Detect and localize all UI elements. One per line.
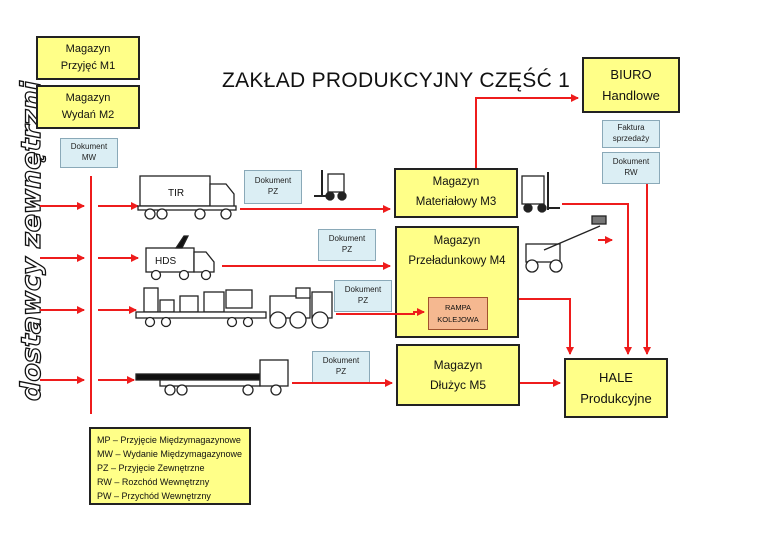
legend-item: MW – Wydanie Międzymagazynowe bbox=[97, 449, 242, 459]
forklift-icon bbox=[314, 170, 347, 201]
document-rw-line1: Dokument bbox=[612, 157, 650, 167]
warehouse-m2-line1: Magazyn bbox=[65, 91, 111, 104]
warehouse-m1-line2: Przyjęć M1 bbox=[60, 60, 116, 72]
warehouse-m4-line1: Magazyn bbox=[433, 235, 481, 247]
warehouse-m5-line1: Magazyn bbox=[433, 357, 483, 372]
document-pz-hds-line2: PZ bbox=[341, 245, 353, 254]
document-pz-tir-line1: Dokument bbox=[254, 176, 292, 186]
production-halls-line1: HALE bbox=[599, 369, 633, 385]
warehouse-m3-line1: Magazyn bbox=[432, 176, 480, 189]
document-invoice-line1: Faktura bbox=[617, 123, 645, 133]
hds-label: HDS bbox=[155, 256, 176, 267]
legend-item: PW – Przychód Wewnętrzny bbox=[97, 491, 211, 501]
document-pz-tir-line2: PZ bbox=[267, 187, 279, 196]
warehouse-m2-line2: Wydań M2 bbox=[61, 109, 115, 121]
m4-to-hale-arrow bbox=[519, 298, 574, 355]
warehouse-m1-box: Magazyn Przyjęć M1 bbox=[36, 36, 140, 80]
document-mw: Dokument MW bbox=[60, 138, 118, 168]
tir-label: TIR bbox=[168, 188, 184, 199]
warehouse-m3-box: Magazyn Materiałowy M3 bbox=[394, 168, 518, 218]
warehouse-m1-line1: Magazyn bbox=[65, 42, 111, 55]
forklift-m3-icon bbox=[521, 172, 560, 213]
document-invoice: Faktura sprzedaży bbox=[602, 120, 660, 148]
document-invoice-line2: sprzedaży bbox=[612, 134, 650, 143]
document-pz-long-line2: PZ bbox=[335, 367, 347, 376]
legend-item: PZ – Przyjęcie Zewnętrzne bbox=[97, 463, 205, 473]
tir-truck-icon bbox=[137, 175, 237, 220]
legend-item: MP – Przyjęcie Międzymagazynowe bbox=[97, 435, 241, 445]
warehouse-m2-box: Magazyn Wydań M2 bbox=[36, 85, 140, 129]
document-rw: Dokument RW bbox=[602, 152, 660, 184]
document-mw-line2: MW bbox=[81, 153, 97, 162]
production-halls-line2: Produkcyjne bbox=[580, 391, 652, 406]
document-pz-hds: Dokument PZ bbox=[318, 229, 376, 261]
sales-office-box: BIURO Handlowe bbox=[582, 57, 680, 113]
rail-ramp-line2: KOLEJOWA bbox=[437, 314, 479, 324]
warehouse-m3-line2: Materiałowy M3 bbox=[415, 196, 497, 208]
document-pz-train-line1: Dokument bbox=[344, 285, 382, 295]
diagram-title: ZAKŁAD PRODUKCYJNY CZĘŚĆ 1 bbox=[222, 69, 571, 92]
train-icon bbox=[135, 287, 333, 329]
sales-office-line2: Handlowe bbox=[602, 88, 660, 103]
rail-ramp-line1: RAMPA bbox=[444, 303, 472, 313]
warehouse-m4-line2: Przeładunkowy M4 bbox=[408, 254, 506, 267]
long-load-truck-icon bbox=[135, 359, 289, 396]
document-mw-line1: Dokument bbox=[70, 142, 108, 152]
production-halls-box: HALE Produkcyjne bbox=[564, 358, 668, 418]
warehouse-m5-box: Magazyn Dłużyc M5 bbox=[396, 344, 520, 406]
document-pz-train: Dokument PZ bbox=[334, 280, 392, 312]
lift-icon bbox=[525, 215, 607, 273]
document-pz-long-line1: Dokument bbox=[322, 356, 360, 366]
m3-to-hale-arrow-a bbox=[562, 203, 632, 355]
legend-box: MP – Przyjęcie Międzymagazynowe MW – Wyd… bbox=[89, 427, 251, 505]
hds-truck-icon bbox=[145, 235, 215, 281]
rail-ramp-box: RAMPA KOLEJOWA bbox=[428, 297, 488, 330]
document-pz-hds-line1: Dokument bbox=[328, 234, 366, 244]
document-pz-tir: Dokument PZ bbox=[244, 170, 302, 204]
sales-office-line1: BIURO bbox=[610, 66, 652, 82]
document-pz-train-line2: PZ bbox=[357, 296, 369, 305]
m3-to-office-arrow bbox=[475, 94, 579, 168]
train-to-rampa-arrow bbox=[336, 308, 425, 316]
warehouse-m5-line2: Dłużyc M5 bbox=[429, 378, 486, 392]
document-rw-line2: RW bbox=[624, 168, 638, 177]
legend-item: RW – Rozchód Wewnętrzny bbox=[97, 477, 210, 487]
